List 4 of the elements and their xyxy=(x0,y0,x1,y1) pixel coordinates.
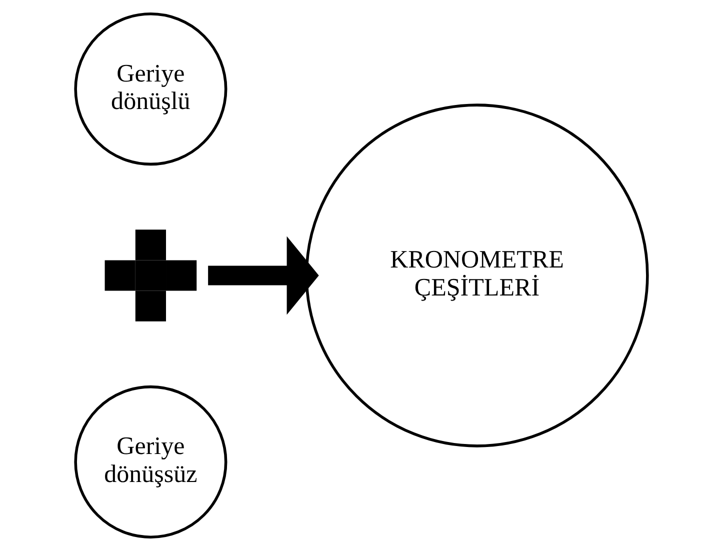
arrow xyxy=(208,236,318,315)
node-circle: Geriye dönüşsüz xyxy=(74,385,227,538)
node-circle: Geriye dönüşlü xyxy=(74,12,227,166)
node-circle: KRONOMETRE ÇEŞİTLERİ xyxy=(304,104,648,448)
